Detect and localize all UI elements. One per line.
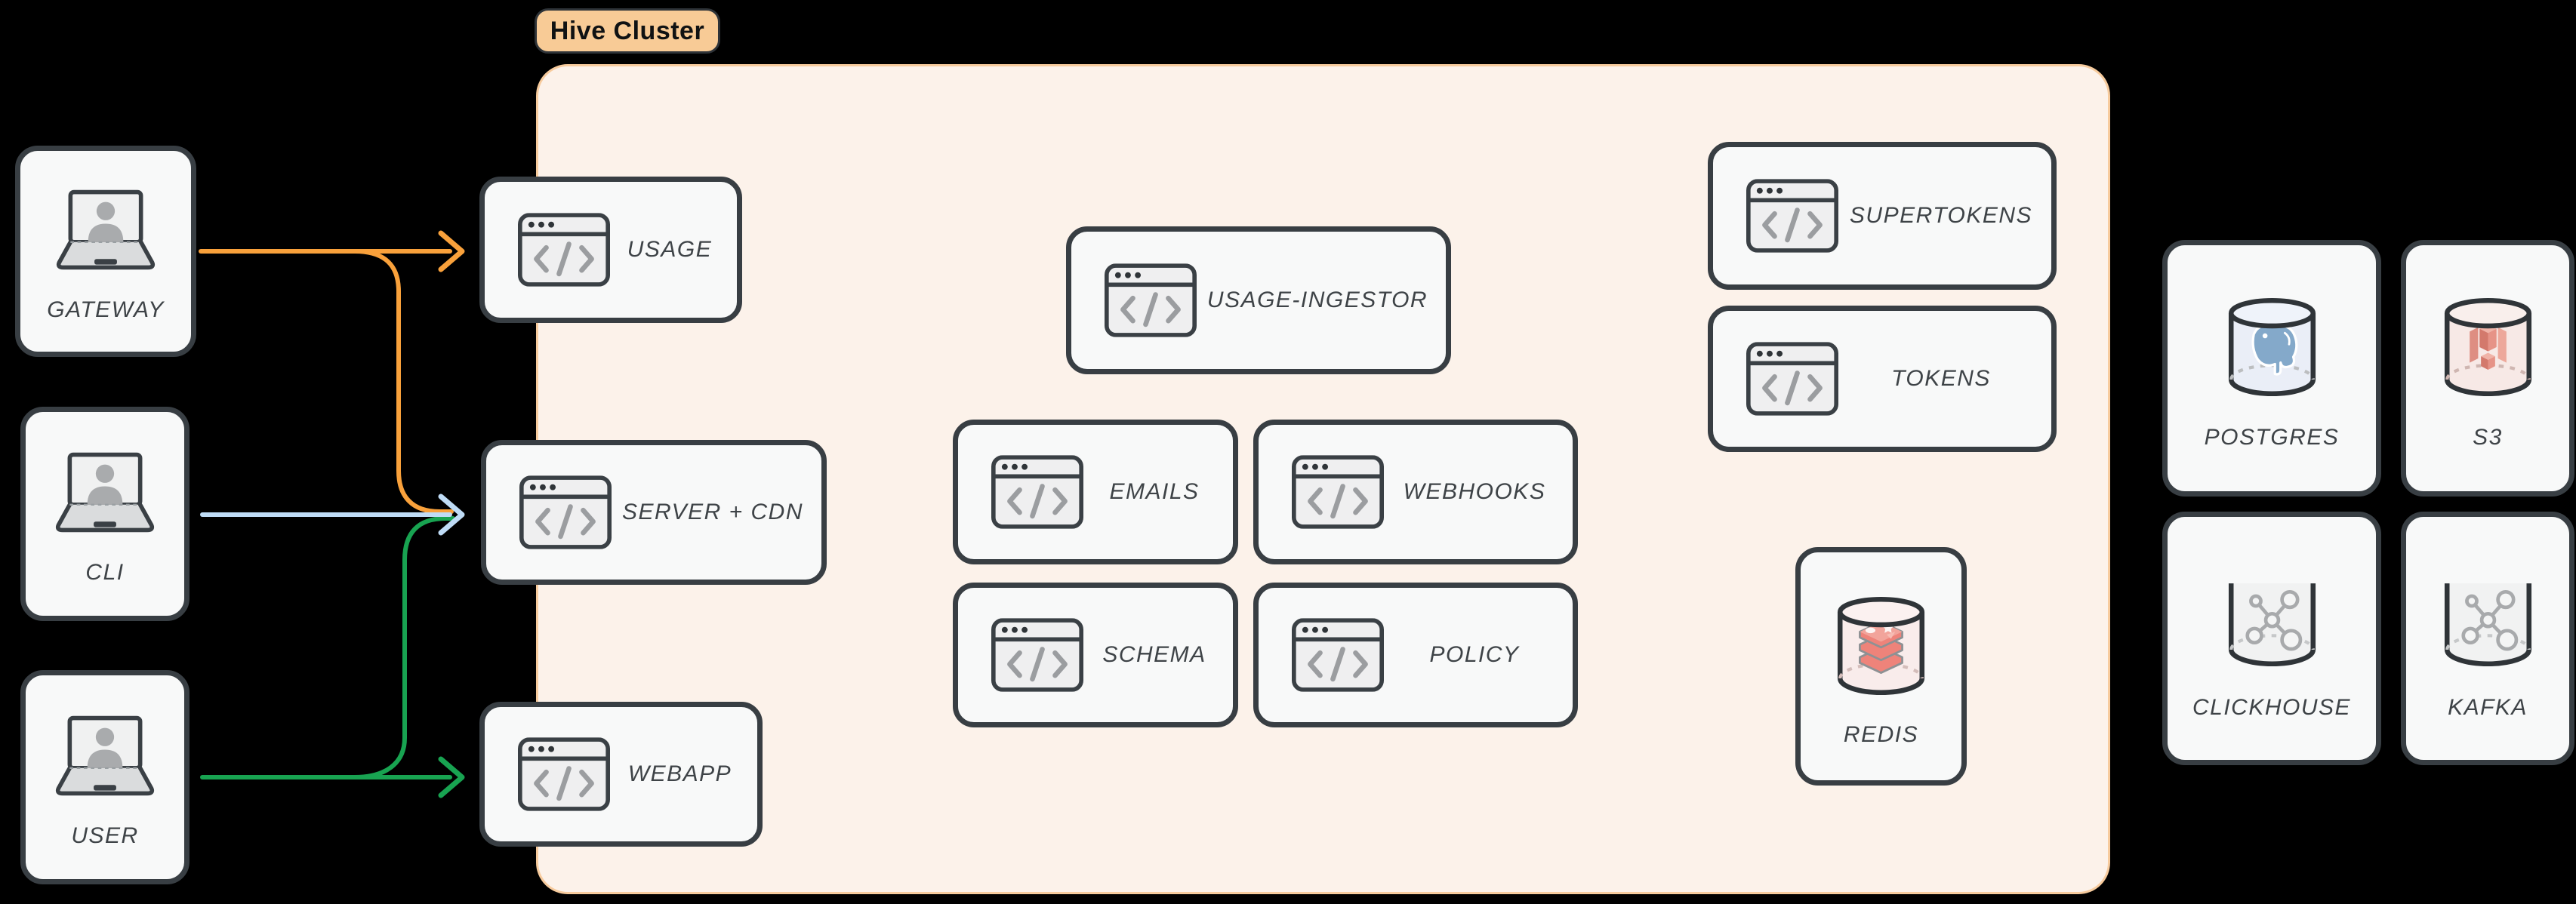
edge-gateway-server-cdn [353, 249, 454, 514]
node-gateway-label: GATEWAY [47, 297, 165, 322]
arrowhead-webapp [438, 756, 465, 798]
database-redis-icon [1832, 589, 1930, 703]
node-supertokens-label: SUPERTOKENS [1849, 203, 2033, 228]
node-redis-label: REDIS [1843, 722, 1919, 747]
node-postgres-label: POSTGRES [2204, 425, 2340, 450]
node-usage-ingestor: USAGE-INGESTOR [1066, 226, 1451, 374]
arrowhead-usage [438, 230, 465, 272]
browser-code-icon [991, 455, 1083, 529]
node-webhooks-label: WEBHOOKS [1403, 479, 1546, 504]
browser-code-icon [518, 213, 610, 287]
node-kafka-label: KAFKA [2448, 695, 2528, 720]
node-server-cdn: SERVER + CDN [481, 440, 827, 585]
node-redis: REDIS [1795, 547, 1967, 786]
node-server-cdn-label: SERVER + CDN [621, 500, 803, 524]
node-schema: SCHEMA [953, 583, 1238, 727]
laptop-user-icon [48, 713, 162, 798]
browser-code-icon [519, 475, 612, 549]
database-network-icon [2439, 561, 2537, 674]
node-usage: USAGE [479, 177, 742, 323]
node-usage-label: USAGE [627, 237, 713, 262]
arrowhead-server-cdn [438, 494, 465, 536]
node-postgres: POSTGRES [2162, 240, 2381, 497]
browser-code-icon [1292, 618, 1384, 692]
node-clickhouse: CLICKHOUSE [2162, 512, 2381, 765]
laptop-user-icon [48, 450, 162, 534]
node-gateway: GATEWAY [15, 146, 196, 357]
node-tokens-label: TOKENS [1891, 366, 1991, 391]
node-supertokens: SUPERTOKENS [1708, 142, 2057, 290]
node-cli-label: CLI [85, 560, 125, 585]
node-policy-label: POLICY [1429, 642, 1520, 667]
node-policy: POLICY [1253, 583, 1578, 727]
node-schema-label: SCHEMA [1102, 642, 1206, 667]
browser-code-icon [1746, 179, 1838, 253]
edge-user-server-cdn [353, 516, 455, 779]
database-postgres-icon [2223, 291, 2322, 404]
browser-code-icon [518, 737, 610, 811]
node-tokens: TOKENS [1708, 306, 2057, 452]
browser-code-icon [1746, 342, 1838, 416]
node-clickhouse-label: CLICKHOUSE [2192, 695, 2352, 720]
browser-code-icon [991, 618, 1083, 692]
node-usage-ingestor-label: USAGE-INGESTOR [1206, 287, 1428, 312]
node-webhooks: WEBHOOKS [1253, 420, 1578, 564]
database-network-icon [2223, 561, 2322, 674]
node-cli: CLI [20, 407, 190, 621]
laptop-user-icon [49, 187, 162, 272]
database-s3-icon [2439, 291, 2537, 404]
browser-code-icon [1105, 263, 1197, 337]
node-kafka: KAFKA [2401, 512, 2574, 765]
hive-cluster-badge: Hive Cluster [535, 8, 720, 54]
node-emails: EMAILS [953, 420, 1238, 564]
node-emails-label: EMAILS [1109, 479, 1200, 504]
node-webapp: WEBAPP [479, 702, 763, 847]
node-user-label: USER [71, 823, 139, 848]
node-user: USER [20, 670, 190, 884]
browser-code-icon [1292, 455, 1384, 529]
node-webapp-label: WEBAPP [627, 761, 732, 786]
node-s3: S3 [2401, 240, 2574, 497]
node-s3-label: S3 [2473, 425, 2503, 450]
